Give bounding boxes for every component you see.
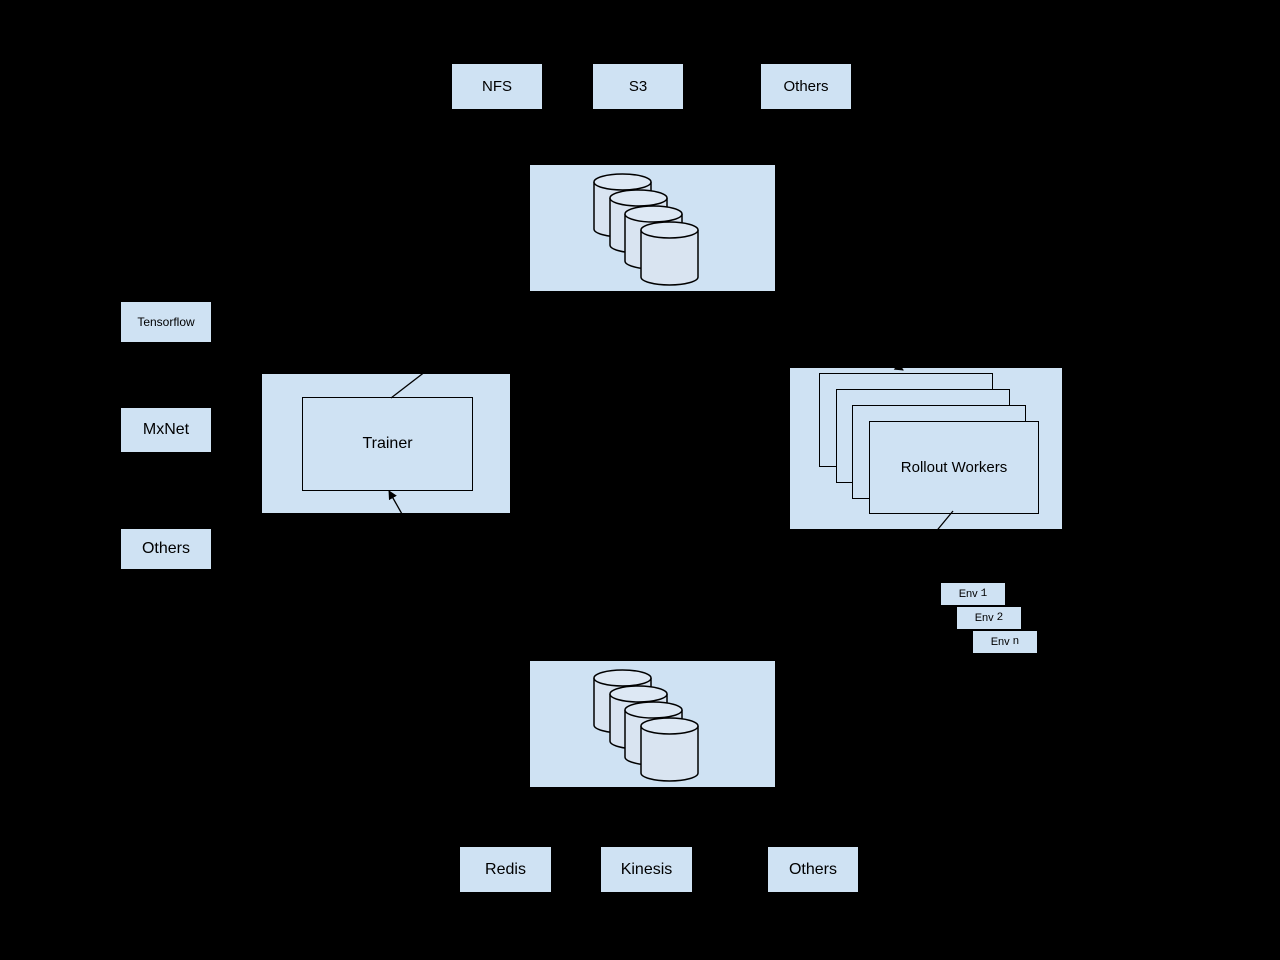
others-framework-box: Others (121, 529, 211, 569)
others-storage-bottom-box: Others (768, 847, 858, 892)
mxnet-box: MxNet (121, 408, 211, 452)
trainer-box: Trainer (302, 397, 473, 491)
env-1-prefix: Env (958, 588, 978, 600)
arrow-rollout-to-datastore (775, 510, 954, 726)
database-cylinders-icon (593, 669, 699, 782)
arrow-datastore-to-rollout (774, 290, 904, 371)
env-1-index: 1 (980, 588, 988, 600)
rollout-front-box: Rollout Workers (869, 421, 1039, 514)
trainer-label: Trainer (362, 435, 413, 452)
env-2-index: 2 (996, 612, 1004, 624)
datastore-bottom-panel (530, 661, 775, 787)
env-n-box: Env n (973, 631, 1037, 653)
nfs-box: NFS (452, 64, 542, 109)
env-2-prefix: Env (974, 612, 994, 624)
env-2-box: Env 2 (957, 607, 1021, 629)
s3-box: S3 (593, 64, 683, 109)
kinesis-box: Kinesis (601, 847, 692, 892)
redis-box: Redis (460, 847, 551, 892)
env-1-box: Env 1 (941, 583, 1005, 605)
env-n-index: n (1012, 636, 1020, 648)
database-cylinders-icon (593, 173, 699, 286)
tensorflow-box: Tensorflow (121, 302, 211, 342)
env-n-prefix: Env (990, 636, 1010, 648)
datastore-top-panel (530, 165, 775, 291)
others-storage-top-box: Others (761, 64, 851, 109)
rollout-workers-label: Rollout Workers (900, 459, 1008, 476)
